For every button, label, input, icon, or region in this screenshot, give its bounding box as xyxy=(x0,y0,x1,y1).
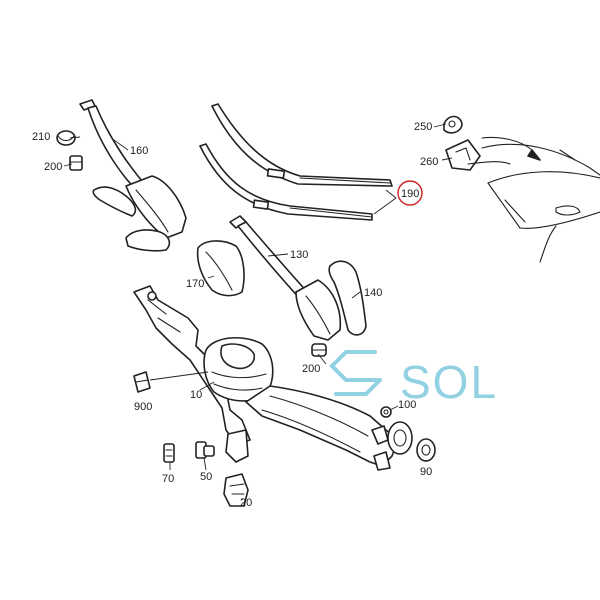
watermark-text: SOL xyxy=(400,356,498,408)
grommet-200 xyxy=(311,343,327,357)
cover-140 xyxy=(328,260,367,336)
wiper-arm-130 xyxy=(229,215,342,341)
wiper-blades xyxy=(199,103,393,221)
nut-90 xyxy=(416,438,436,462)
car-outline xyxy=(481,143,600,263)
callout-260: 260 xyxy=(420,156,438,168)
caps-upper-left xyxy=(56,130,83,171)
callout-210: 210 xyxy=(32,131,50,143)
callout-250: 250 xyxy=(414,121,432,133)
callout-200-upper: 200 xyxy=(44,161,62,173)
callout-900: 900 xyxy=(134,401,152,413)
cover-170 xyxy=(196,240,245,297)
hardware-70-50-20 xyxy=(163,441,249,507)
callout-190: 190 xyxy=(401,188,419,200)
callout-50: 50 xyxy=(200,471,212,483)
highlight-ring xyxy=(397,180,423,206)
callout-170: 170 xyxy=(186,278,204,290)
callout-140: 140 xyxy=(364,287,382,299)
callout-130: 130 xyxy=(290,249,308,261)
bush-900 xyxy=(133,371,151,393)
callout-20: 20 xyxy=(240,497,252,509)
washer-nozzle xyxy=(443,115,541,171)
callout-90: 90 xyxy=(420,466,432,478)
wiper-arm-160 xyxy=(79,99,187,252)
wiper-linkage-frame xyxy=(133,285,413,471)
leader-lines xyxy=(63,123,453,500)
callout-70: 70 xyxy=(162,473,174,485)
callout-100: 100 xyxy=(398,399,416,411)
callout-labels: 210 200 160 190 250 260 130 170 140 200 … xyxy=(32,121,438,509)
callout-10: 10 xyxy=(190,389,202,401)
watermark-logo-mark xyxy=(329,350,382,396)
sol-watermark: SOL xyxy=(329,350,498,408)
callout-200-middle: 200 xyxy=(302,363,320,375)
callout-160: 160 xyxy=(130,145,148,157)
